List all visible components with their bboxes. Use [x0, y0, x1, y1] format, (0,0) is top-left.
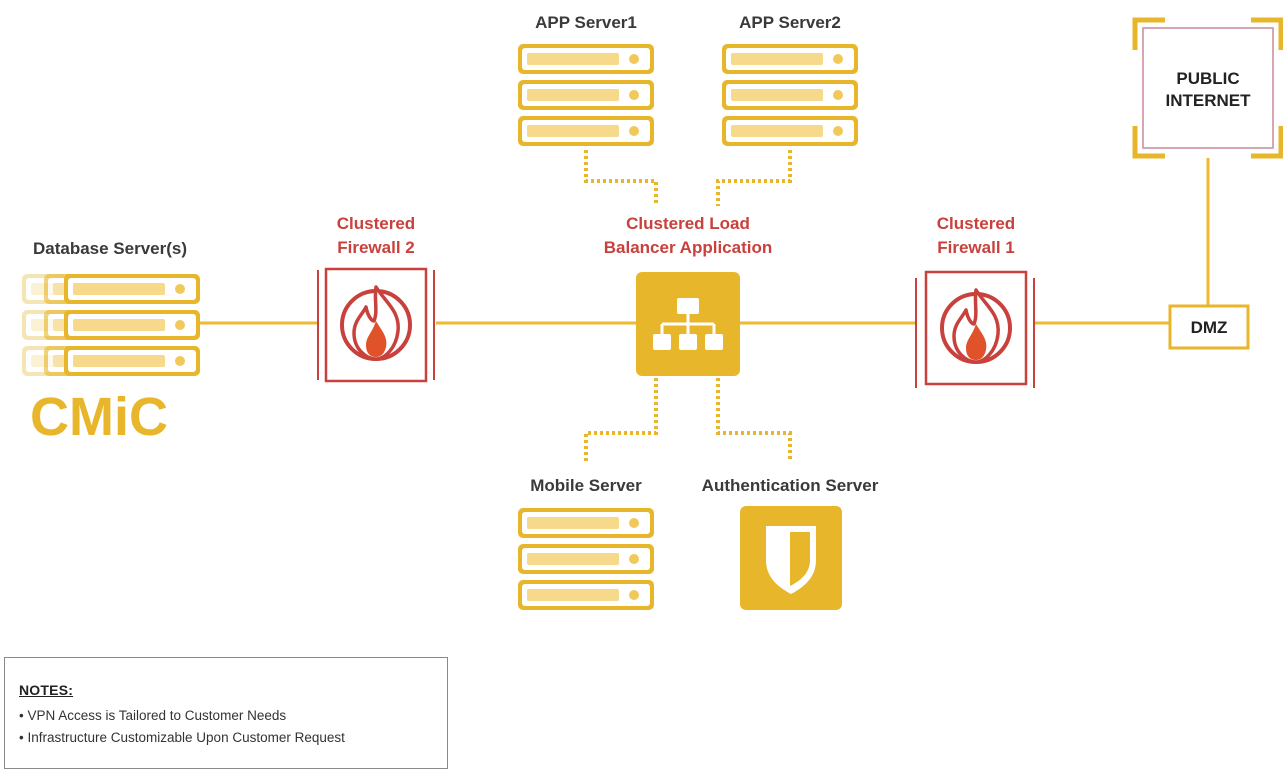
dmz-label: DMZ	[1191, 318, 1228, 337]
link-app1-lb	[584, 150, 658, 206]
flame-icon	[924, 270, 1028, 386]
firewall-1-label-line1: Clustered	[937, 214, 1015, 233]
connectors	[200, 158, 1210, 325]
mobile-server-label: Mobile Server	[530, 476, 642, 495]
firewall-2: Clustered Firewall 2	[317, 214, 435, 383]
notes-list: VPN Access is Tailored to Customer Needs…	[19, 708, 447, 745]
link-app2-lb	[716, 150, 792, 206]
notes-box: NOTES: VPN Access is Tailored to Custome…	[4, 657, 448, 769]
app-server-1-label: APP Server1	[535, 13, 637, 32]
link-lb-auth	[716, 378, 792, 462]
server-stack-icon	[518, 508, 654, 610]
notes-item: Infrastructure Customizable Upon Custome…	[19, 730, 447, 745]
public-internet: PUBLIC INTERNET	[1132, 17, 1283, 159]
firewall-1: Clustered Firewall 1	[915, 214, 1035, 388]
dmz-box	[1168, 304, 1250, 350]
app-server-1: APP Server1	[518, 13, 654, 146]
load-balancer: Clustered Load Balancer Application	[604, 214, 772, 376]
firewall-2-label-line1: Clustered	[337, 214, 415, 233]
server-stack-icon	[518, 44, 654, 146]
firewall-1-label-line2: Firewall 1	[937, 238, 1014, 257]
network-hierarchy-icon	[653, 298, 723, 350]
public-internet-label-line2: INTERNET	[1166, 91, 1252, 110]
load-balancer-label-line2: Balancer Application	[604, 238, 772, 257]
auth-server-label: Authentication Server	[702, 476, 879, 495]
firewall-2-label-line2: Firewall 2	[337, 238, 414, 257]
load-balancer-label-line1: Clustered Load	[626, 214, 750, 233]
dmz: DMZ	[1168, 304, 1250, 350]
flame-icon	[324, 267, 428, 383]
notes-item: VPN Access is Tailored to Customer Needs	[19, 708, 447, 723]
public-internet-box	[1142, 27, 1274, 149]
auth-server: Authentication Server	[702, 476, 879, 610]
shield-icon	[766, 526, 816, 594]
link-lb-mobile	[584, 378, 658, 462]
app-server-2-label: APP Server2	[739, 13, 841, 32]
database-servers: Database Server(s) CMiC	[22, 239, 200, 447]
server-stack-icon	[64, 274, 200, 376]
public-internet-label-line1: PUBLIC	[1176, 69, 1239, 88]
mobile-server: Mobile Server	[518, 476, 654, 610]
corner-brackets	[1132, 17, 1283, 159]
notes-title: NOTES:	[19, 682, 74, 698]
dotted-connectors	[584, 150, 792, 462]
cmic-logo: CMiC	[30, 387, 168, 447]
database-servers-label: Database Server(s)	[33, 239, 187, 258]
server-stack-icon	[722, 44, 858, 146]
app-server-2: APP Server2	[722, 13, 858, 146]
